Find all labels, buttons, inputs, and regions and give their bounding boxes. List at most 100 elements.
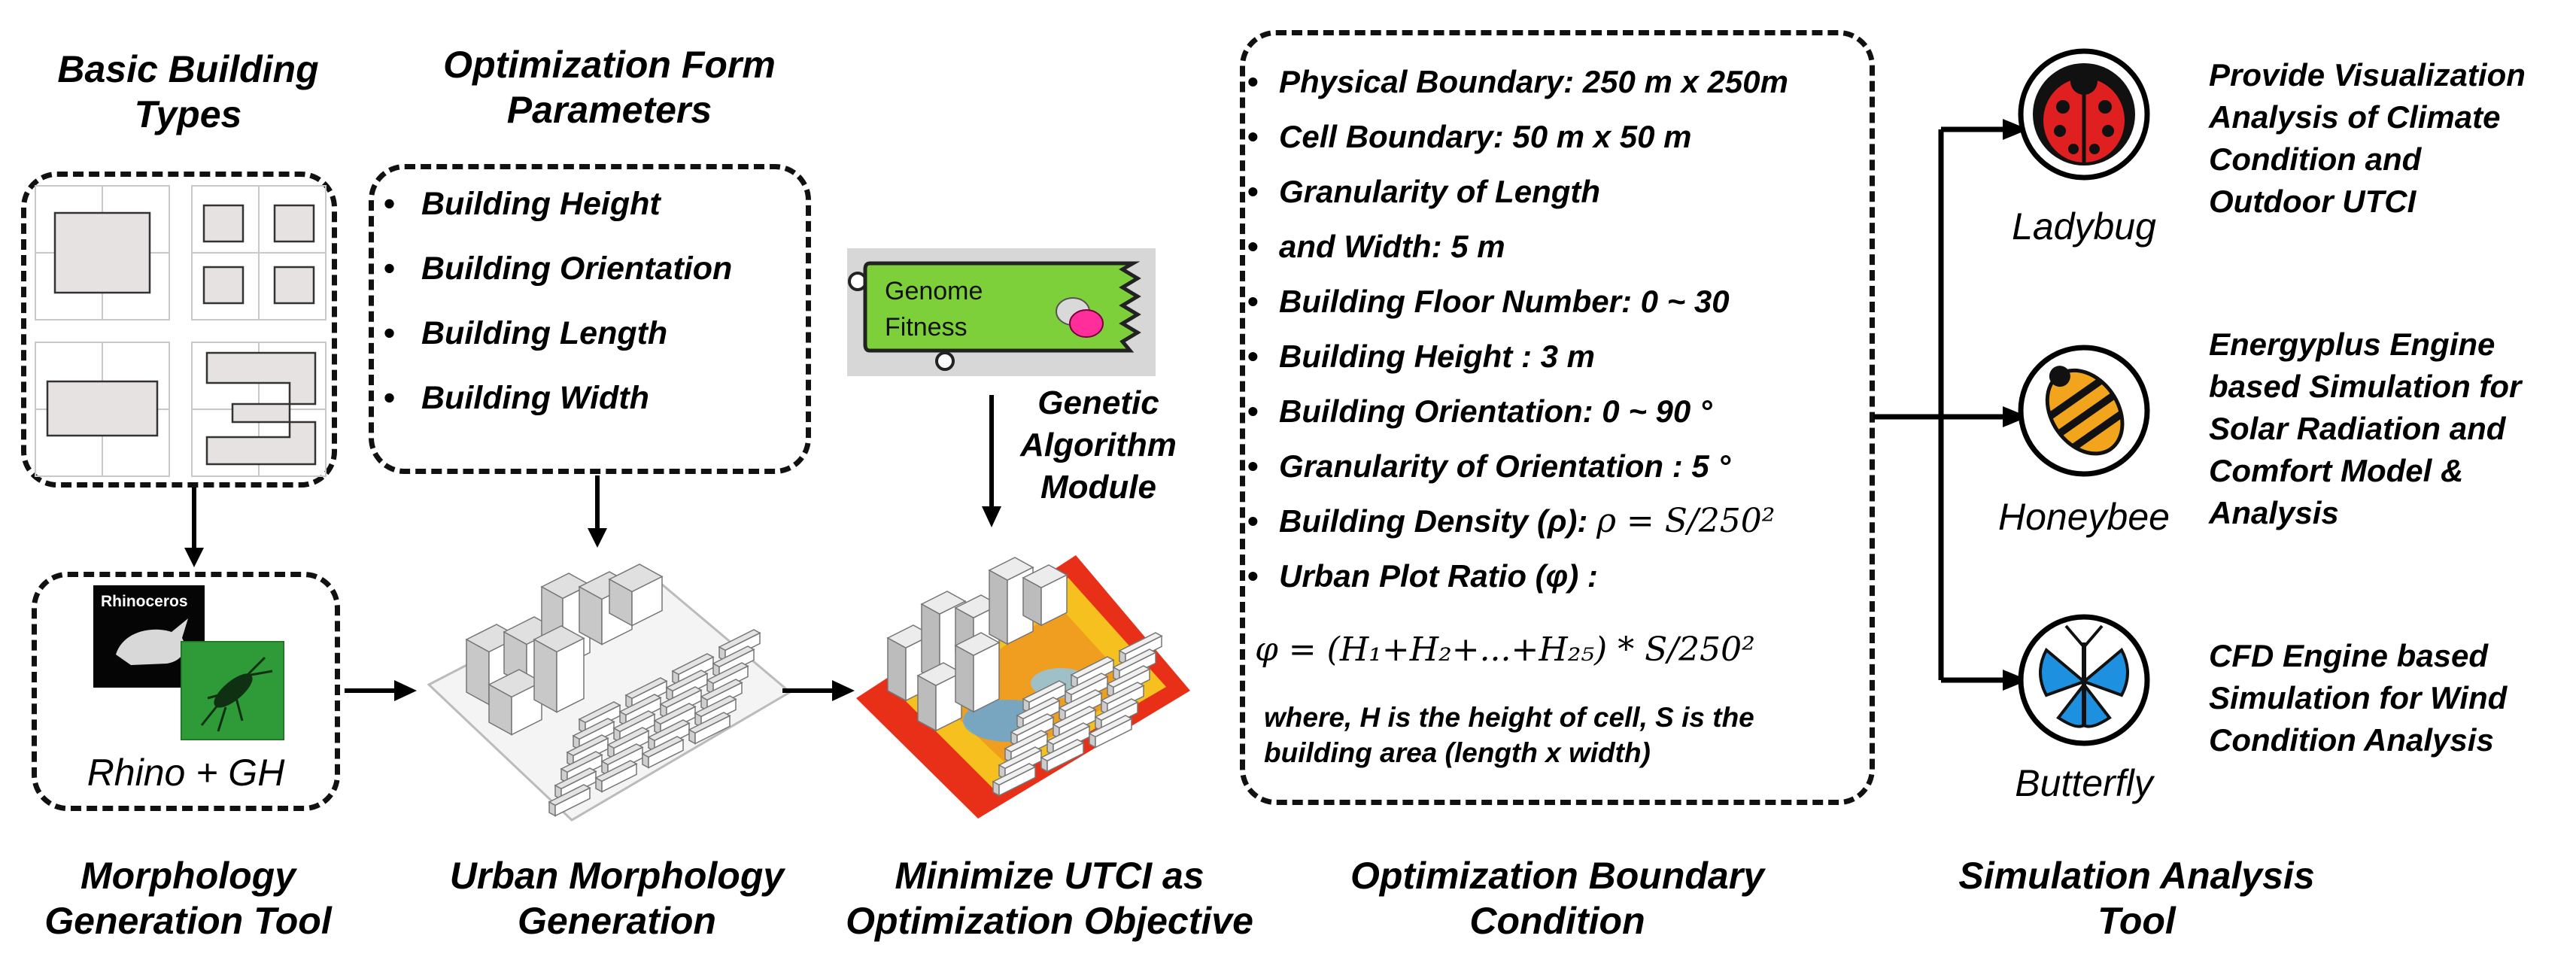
galapagos-icon: [1056, 297, 1104, 338]
building-block: [973, 641, 1000, 713]
optimization-form-parameters-title: Optimization Form Parameters: [376, 42, 843, 132]
building-blocks: [465, 564, 761, 817]
boundary-condition-list: •Physical Boundary: 250 m x 250m •Cell B…: [1247, 54, 1788, 603]
param-label: Building Length: [421, 315, 668, 351]
caption-line: Tool: [2098, 900, 2176, 942]
condition-text: Building Height : 3 m: [1279, 339, 1595, 374]
density-label: Building Density (ρ):: [1279, 503, 1588, 539]
description-line: Condition and: [2209, 141, 2422, 177]
description-line: Energyplus Engine: [2209, 327, 2496, 362]
butterfly-icon: [2018, 614, 2150, 746]
condition-item: •Building Height : 3 m: [1247, 339, 1595, 374]
morphology-generation-tool-caption: Morphology Generation Tool: [0, 853, 376, 943]
formula-note: where, H is the height of cell, S is the…: [1264, 700, 1754, 770]
building-block: [533, 638, 557, 713]
condition-item: •Urban Plot Ratio (φ) :: [1247, 558, 1598, 594]
building-block: [1040, 573, 1068, 627]
param-item: •Building Width: [384, 380, 649, 416]
ladybug-description: Provide Visualization Analysis of Climat…: [2209, 54, 2526, 223]
param-item: •Building Length: [384, 315, 668, 351]
caption-line: Generation: [518, 900, 716, 942]
building-block: [887, 636, 907, 702]
caption-line: Minimize UTCI as: [895, 855, 1204, 897]
condition-item: •Granularity of Length: [1247, 174, 1601, 209]
urban-morphology-generation-caption: Urban Morphology Generation: [421, 853, 813, 943]
condition-item: •Physical Boundary: 250 m x 250m: [1247, 64, 1788, 99]
arrow-right-2: [782, 680, 855, 701]
butterfly-description: CFD Engine based Simulation for Wind Con…: [2209, 635, 2507, 761]
description-line: CFD Engine based: [2209, 638, 2489, 673]
building-block: [601, 763, 637, 793]
ladybug-name: Ladybug: [2012, 205, 2156, 248]
galapagos-component[interactable]: Genome Fitness: [847, 248, 1156, 391]
condition-text: Physical Boundary: 250 m x 250m: [1279, 64, 1788, 99]
building-block: [917, 674, 937, 732]
description-line: Provide Visualization: [2209, 57, 2526, 93]
param-item: •Building Height: [384, 186, 661, 222]
cluster-building: [273, 204, 315, 243]
description-line: Comfort Model &: [2209, 453, 2464, 488]
cluster-building: [202, 266, 245, 305]
condition-text: Cell Boundary: 50 m x 50 m: [1279, 119, 1692, 154]
slab-building: [46, 380, 159, 437]
building-block: [1095, 718, 1132, 749]
minimize-utci-caption: Minimize UTCI as Optimization Objective: [820, 853, 1279, 943]
arrow-down-1: [184, 488, 204, 567]
description-line: Simulation for Wind: [2209, 680, 2508, 715]
density-formula: ρ = S/250²: [1596, 502, 1776, 540]
title-line: Types: [134, 93, 242, 135]
heatmap-building-blocks: [886, 557, 1163, 797]
caption-line: Optimization Boundary: [1350, 855, 1764, 897]
condition-item: •Building Floor Number: 0 ~ 30: [1247, 284, 1730, 319]
building-block: [648, 739, 684, 769]
condition-text: Building Orientation: 0 ~ 90 °: [1279, 393, 1712, 429]
form-parameters-list: •Building Height •Building Orientation •…: [384, 172, 732, 430]
component-output-genome: Genome: [885, 277, 983, 305]
condition-text: Granularity of Orientation : 5 °: [1279, 448, 1731, 484]
arrow-right-1: [345, 680, 417, 701]
condition-item: •and Width: 5 m: [1247, 229, 1505, 264]
building-block: [631, 576, 663, 627]
zigzag-building: [205, 351, 317, 466]
rhino-logo-text: Rhinoceros: [101, 593, 188, 610]
param-label: Building Width: [421, 380, 649, 416]
param-label: Building Orientation: [421, 251, 733, 287]
caption-line: Morphology: [80, 855, 296, 897]
grasshopper-logo: [181, 641, 284, 740]
condition-item: •Building Orientation: 0 ~ 90 °: [1247, 393, 1712, 429]
component-output-fitness: Fitness: [885, 313, 968, 342]
building-block: [694, 715, 731, 745]
title-line: Optimization Form: [443, 44, 776, 86]
honeybee-name: Honeybee: [1998, 496, 2170, 538]
description-line: Condition Analysis: [2209, 722, 2494, 758]
description-line: Solar Radiation and: [2209, 411, 2506, 446]
param-label: Building Height: [421, 186, 661, 222]
condition-text: Building Floor Number: 0 ~ 30: [1279, 284, 1730, 319]
simulation-analysis-tool-caption: Simulation Analysis Tool: [1911, 853, 2362, 943]
building-block: [554, 787, 591, 817]
caption-line: Condition: [1469, 900, 1645, 942]
utci-heatmap-model: [856, 555, 1190, 819]
plot-ratio-label: Urban Plot Ratio (φ) :: [1279, 558, 1598, 594]
rhino-gh-box: [32, 572, 340, 811]
ladybug-icon: [2018, 48, 2150, 181]
rhino-gh-label: Rhino + GH: [87, 752, 285, 794]
condition-item: •Cell Boundary: 50 m x 50 m: [1247, 119, 1692, 154]
note-line: building area (length x width): [1264, 737, 1651, 768]
honeybee-icon: [2018, 345, 2150, 477]
honeybee-description: Energyplus Engine based Simulation for S…: [2209, 324, 2521, 534]
arrow-down-3: [982, 395, 1001, 527]
caption-line: Generation Tool: [44, 900, 332, 942]
note-line: where, H is the height of cell, S is the: [1264, 702, 1754, 733]
caption-line: Urban Morphology: [449, 855, 785, 897]
description-line: Analysis of Climate: [2209, 99, 2501, 135]
condition-item: •Granularity of Orientation : 5 °: [1247, 448, 1731, 484]
form-parameters-box: [369, 164, 811, 474]
building-block: [1046, 742, 1084, 773]
condition-item: •Building Density (ρ): ρ = S/250²: [1247, 502, 1776, 540]
building-block: [998, 766, 1036, 797]
caption-line: Simulation Analysis: [1958, 855, 2315, 897]
building-block: [989, 569, 1008, 646]
building-types-box: [21, 172, 337, 488]
module-line: Genetic: [1037, 384, 1159, 421]
